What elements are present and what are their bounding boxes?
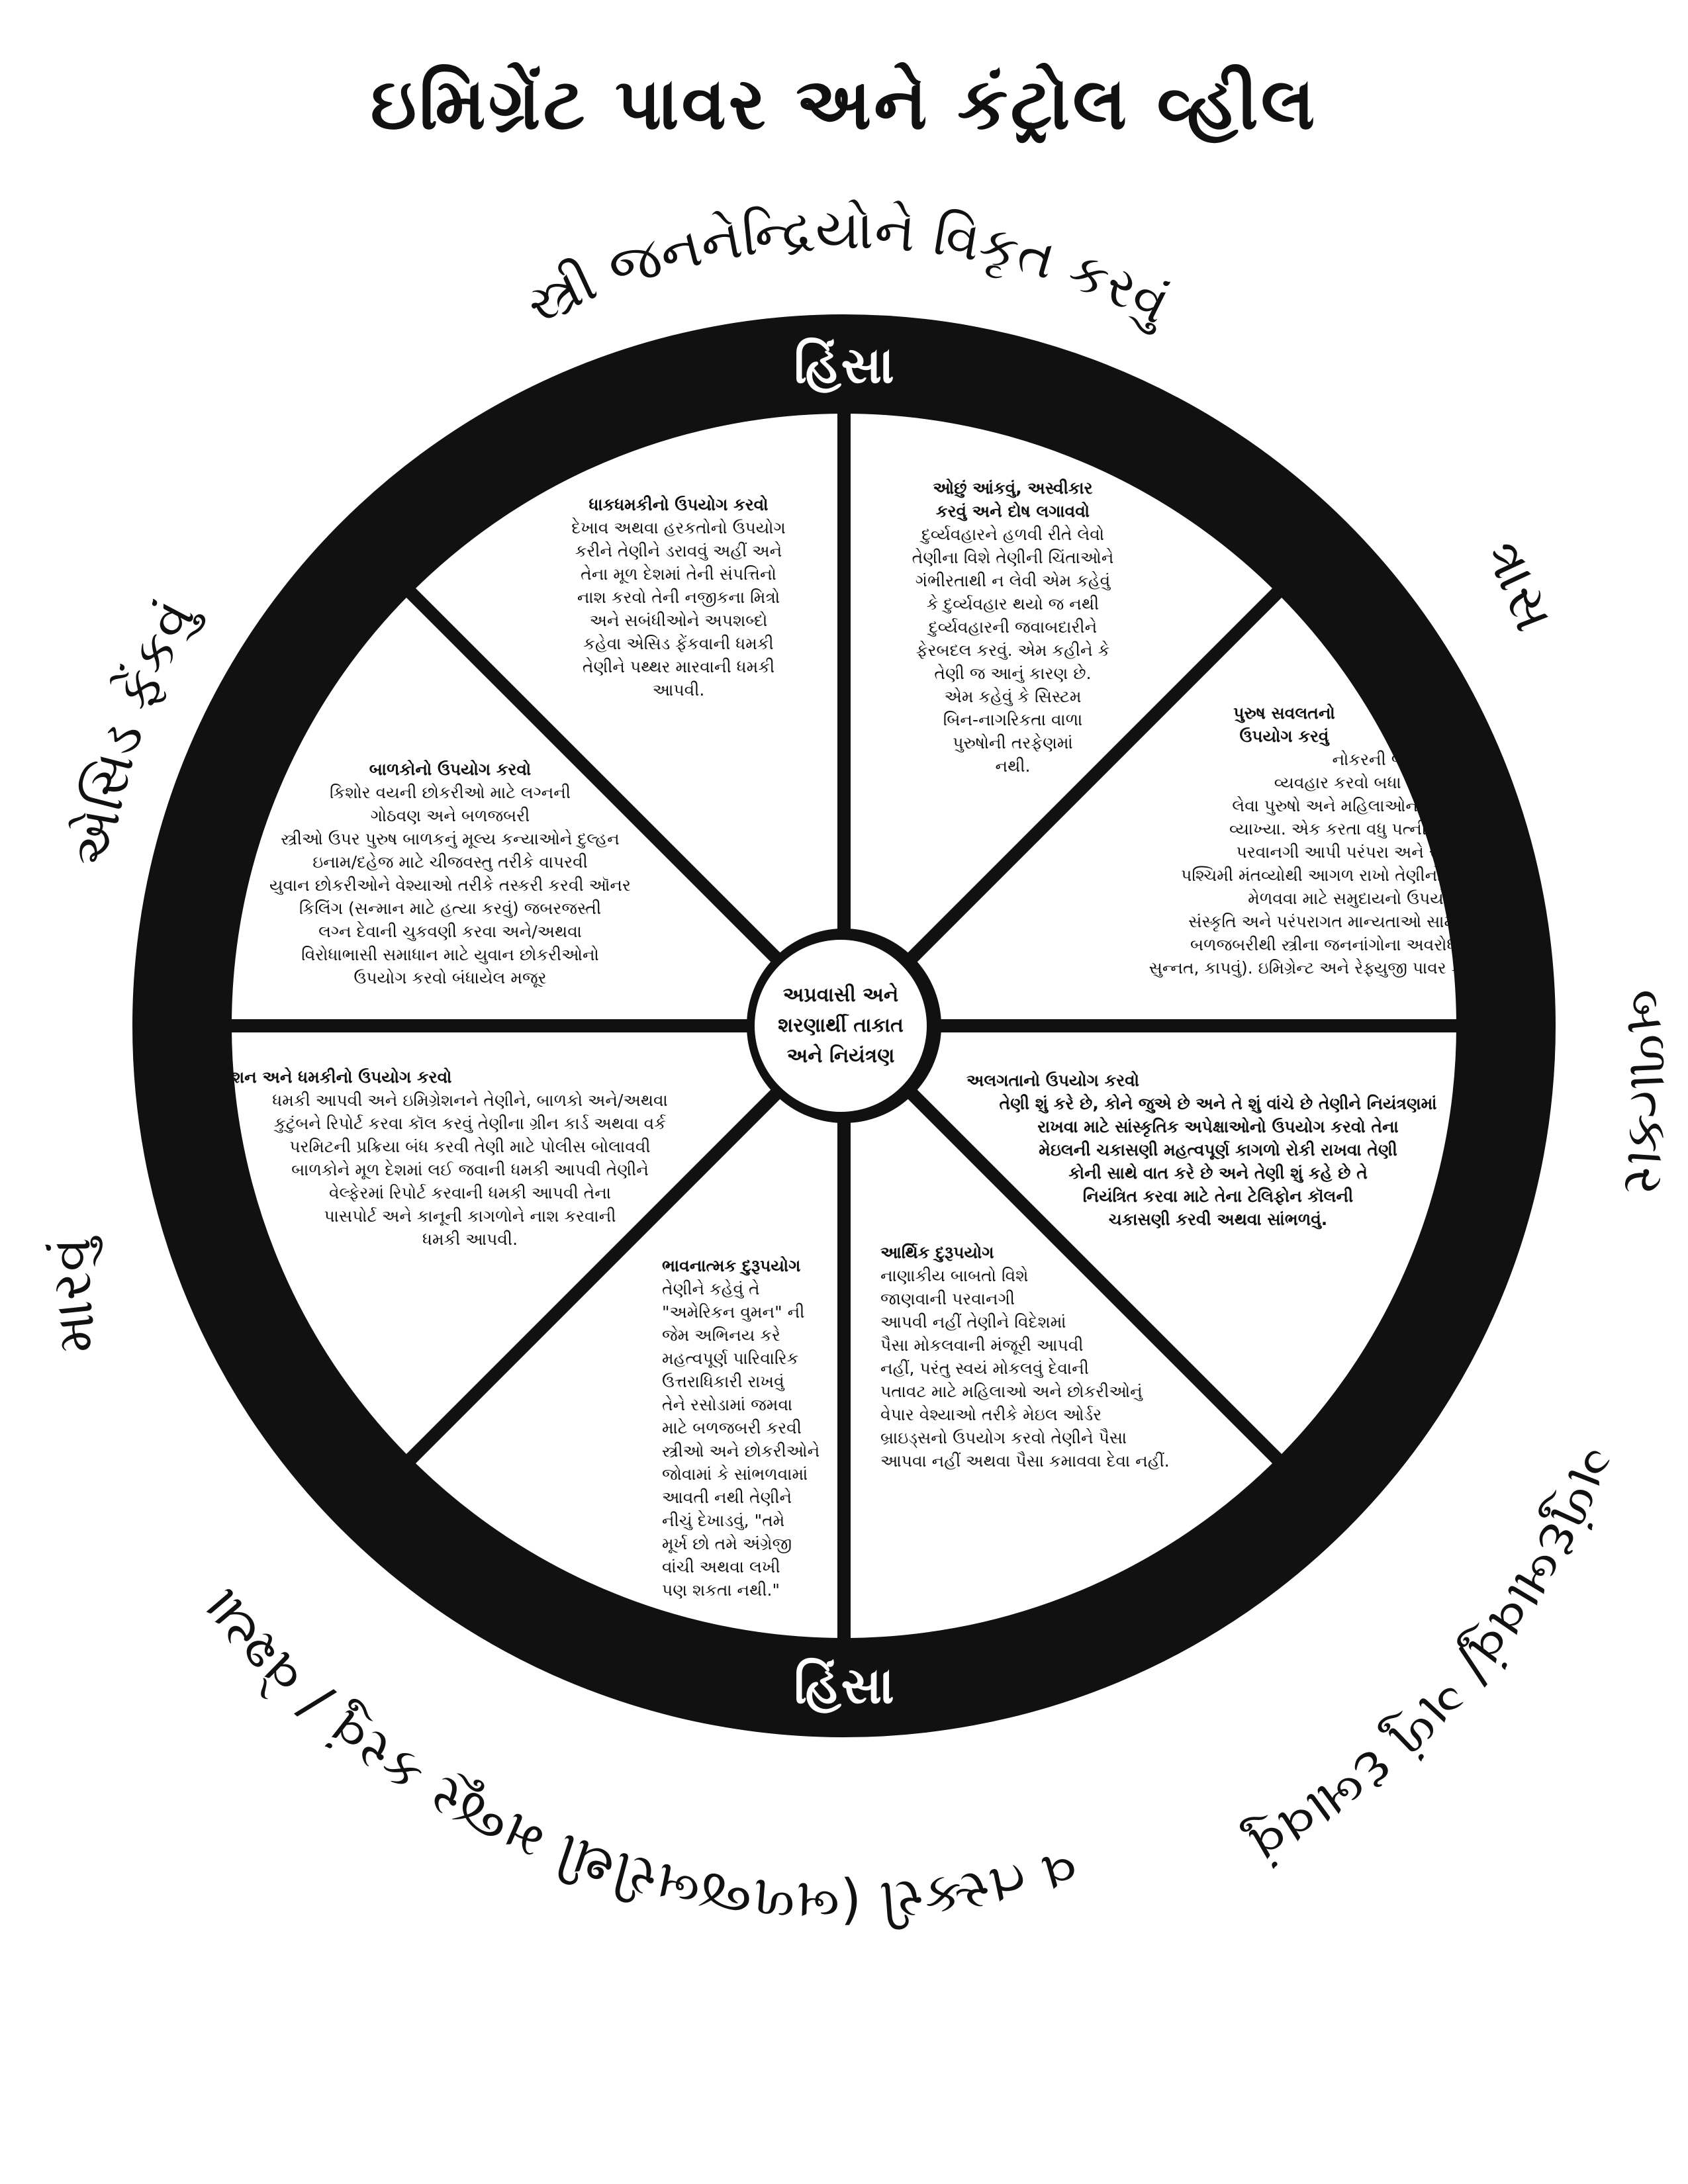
section-heading: બાળકોનો ઉપયોગ કરવો xyxy=(369,760,532,779)
section-body: કિશોર વયની છોકરીઓ માટે લગ્નની ગોઠવણ અને … xyxy=(269,783,631,987)
section-body: તેણી શું કરે છે, કોને જુએ છે અને તે શું … xyxy=(999,1094,1437,1229)
hub-label: અપ્રવાસી અને શરણાર્થી તાકાત અને નિયંત્રણ xyxy=(755,940,927,1112)
section-heading: પુરુષ સવલતનો ઉપયોગ કરવું xyxy=(1233,704,1335,746)
wheel-rim xyxy=(132,314,1556,1737)
wheel-spokes xyxy=(228,410,1460,1641)
ring-label-right: બળાત્કાર xyxy=(1611,986,1681,1199)
section-isolation: અલગતાનો ઉપયોગ કરવો તેણી શું કરે છે, કોને… xyxy=(953,1069,1483,1231)
section-body: નાણાકીય બાબતો વિશે જાણવાની પરવાનગી આપવી … xyxy=(880,1266,1170,1471)
section-male-privilege: પુરુષ સવલતનો ઉપયોગ કરવું નોકરની જેમ તેણી… xyxy=(1079,702,1489,979)
section-body: ધમકી આપવી અને ઇમિગ્રેશનને તેણીને, બાળકો … xyxy=(272,1091,668,1249)
section-economic: આર્થિક દુરૂપયોગ નાણાકીય બાબતો વિશે જાણવા… xyxy=(880,1241,1264,1473)
section-body: દુર્વ્યવહારને હળવી રીતે લેવો તેણીના વિશે… xyxy=(912,525,1114,776)
section-threats: ધાકધમકીનો ઉપયોગ કરવો દેખાવ અથવા હરકતોનો … xyxy=(523,493,834,702)
ring-label-left: મારવું xyxy=(40,1235,109,1355)
section-body: નોકરની જેમ તેણી સાથે વ્યવહાર કરવો બધા મો… xyxy=(1149,750,1489,978)
section-body: તેણીને કહેવું તે "અમેરિકન વુમન" ની જેમ અ… xyxy=(662,1279,820,1600)
section-minimizing: ઓછું આંકવું, અસ્વીકાર કરવું અને દોષ લગાવ… xyxy=(857,477,1168,778)
section-heading: અલગતાનો ઉપયોગ કરવો xyxy=(966,1071,1140,1090)
section-heading: ધાકધમકીનો ઉપયોગ કરવો xyxy=(588,495,769,514)
section-body: દેખાવ અથવા હરકતોનો ઉપયોગ કરીને તેણીને ડર… xyxy=(571,518,786,700)
spoke-se xyxy=(900,1081,1285,1467)
section-heading: આર્થિક દુરૂપયોગ xyxy=(880,1243,994,1262)
section-heading: ભાવનાત્મક દુરૂપયોગ xyxy=(662,1256,801,1275)
band-label-top: હિંસા xyxy=(794,336,894,394)
spoke-sw xyxy=(403,1081,788,1467)
section-coercion: સર્દિશન અને ધમકીનો ઉપયોગ કરવો ધમકી આપવી … xyxy=(205,1066,735,1251)
section-heading: ઓછું આંકવું, અસ્વીકાર કરવું અને દોષ લગાવ… xyxy=(933,478,1093,521)
spoke-nw xyxy=(403,585,788,970)
section-emotional: ભાવનાત્મક દુરૂપયોગ તેણીને કહેવું તે "અમે… xyxy=(662,1254,841,1602)
band-label-bottom: હિંસા xyxy=(794,1656,894,1715)
section-heading: સર્દિશન અને ધમકીનો ઉપયોગ કરવો xyxy=(205,1068,452,1087)
page-title: ઇમિગ્રેંટ પાવર અને કંટ્રોલ વ્હીલ xyxy=(370,63,1318,146)
section-children: બાળકોનો ઉપયોગ કરવો કિશોર વયની છોકરીઓ માટ… xyxy=(212,758,688,989)
ring-label-upper-right: ત્રાસ xyxy=(1472,530,1566,639)
spoke-ne xyxy=(900,585,1285,970)
